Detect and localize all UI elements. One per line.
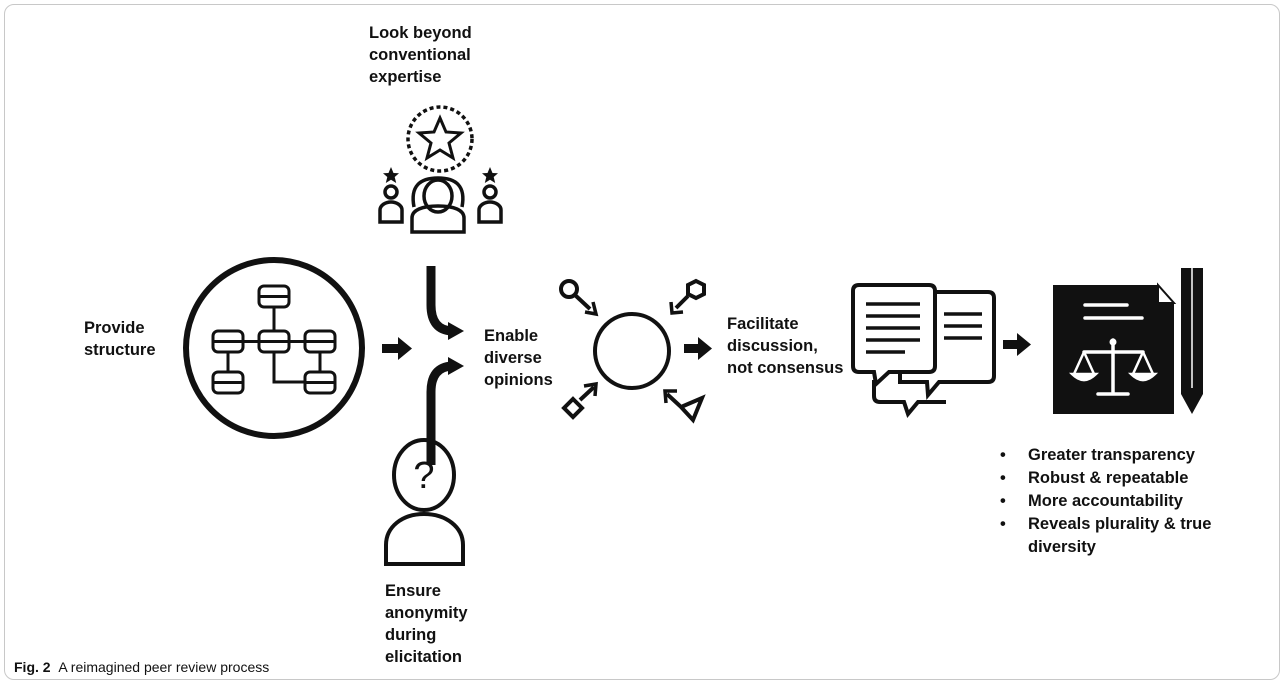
arrow-opinions-to-discussion — [684, 337, 712, 360]
arrow-structure-to-opinions — [382, 337, 412, 360]
label-enable-diverse-opinions: Enable diverse opinions — [484, 327, 553, 389]
figure-number: Fig. 2 — [14, 659, 51, 675]
question-mark-icon: ? — [413, 455, 434, 497]
figure-frame — [4, 4, 1280, 680]
legal-document-icon — [1053, 268, 1203, 414]
label-provide-structure: Provide structure — [84, 319, 156, 359]
flowchart-circle-icon — [183, 257, 365, 439]
label-facilitate-discussion: Facilitate discussion, not consensus — [727, 315, 844, 377]
converging-arrows — [426, 266, 453, 465]
label-look-beyond: Look beyond conventional expertise — [369, 24, 472, 86]
figure-caption-text: A reimagined peer review process — [58, 659, 270, 675]
outcome-item: Robust & repeatable — [1000, 467, 1218, 490]
converging-opinions-icon — [559, 278, 706, 424]
outcomes-list: Greater transparency Robust & repeatable… — [1000, 444, 1218, 559]
label-ensure-anonymity: Ensure anonymity during elicitation — [385, 582, 468, 666]
chat-bubbles-icon — [851, 283, 996, 419]
expert-group-icon — [378, 105, 503, 234]
small-stars-icon — [383, 167, 498, 183]
outcome-item: Greater transparency — [1000, 444, 1218, 467]
outcome-item: More accountability — [1000, 490, 1218, 513]
outcome-item: Reveals plurality & true diversity — [1000, 513, 1218, 559]
anonymous-person-icon — [384, 438, 465, 566]
figure-caption: Fig. 2 A reimagined peer review process — [14, 659, 269, 675]
arrow-discussion-to-report — [1003, 333, 1031, 356]
